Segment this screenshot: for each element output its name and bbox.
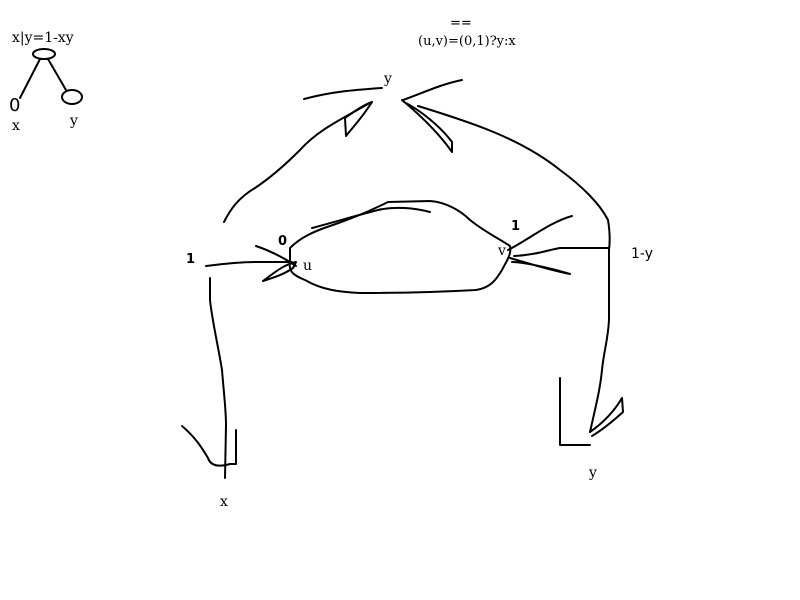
legend-left-edge <box>19 58 41 99</box>
left-one-label: 1 <box>186 252 196 267</box>
top-left-arc <box>303 87 383 100</box>
left-one-edge <box>205 261 293 267</box>
legend-tree <box>19 48 83 105</box>
one-minus-y-edge <box>513 247 609 257</box>
right-y-branch <box>559 377 591 446</box>
left-x-arrow <box>181 425 237 467</box>
v-right-arrow-a <box>507 215 573 251</box>
bottom-x-label: x <box>220 494 228 510</box>
legend-x-label: x <box>12 118 20 134</box>
right-one-label: 1 <box>511 219 521 234</box>
bottom-y-arrow <box>589 397 624 437</box>
center-uv-node <box>205 200 609 294</box>
right-y-bracket <box>559 377 591 446</box>
top-y-node <box>223 79 624 437</box>
center-blob <box>288 200 512 294</box>
top-right-arc <box>402 79 463 101</box>
left-x-edge <box>209 277 227 479</box>
zero-label: 0 <box>278 234 288 249</box>
bottom-y-label: y <box>589 465 597 481</box>
top-left-arrow <box>344 101 373 137</box>
top-right-branch <box>417 105 611 433</box>
u-label: u <box>303 258 313 274</box>
legend-right-edge <box>47 58 67 91</box>
v-right-arrow-b <box>509 257 571 275</box>
center-inner-stroke <box>311 206 431 229</box>
top-right-arrow <box>401 99 453 153</box>
header-eq: == <box>450 16 472 31</box>
u-left-arrow-b <box>262 261 297 282</box>
legend-root-node <box>32 48 56 60</box>
left-x-branch <box>181 277 237 479</box>
one-minus-y-label: 1-y <box>631 246 653 262</box>
v-label: v <box>498 243 506 259</box>
legend-y-node <box>61 89 83 105</box>
header-rule: (u,v)=(0,1)?y:x <box>418 34 516 49</box>
legend-y-label: y <box>70 113 78 129</box>
legend-formula: x|y=1-xy <box>12 30 74 46</box>
top-left-branch <box>223 103 369 223</box>
top-y-label: y <box>384 71 392 87</box>
legend-zero-label: 0 <box>9 95 21 116</box>
